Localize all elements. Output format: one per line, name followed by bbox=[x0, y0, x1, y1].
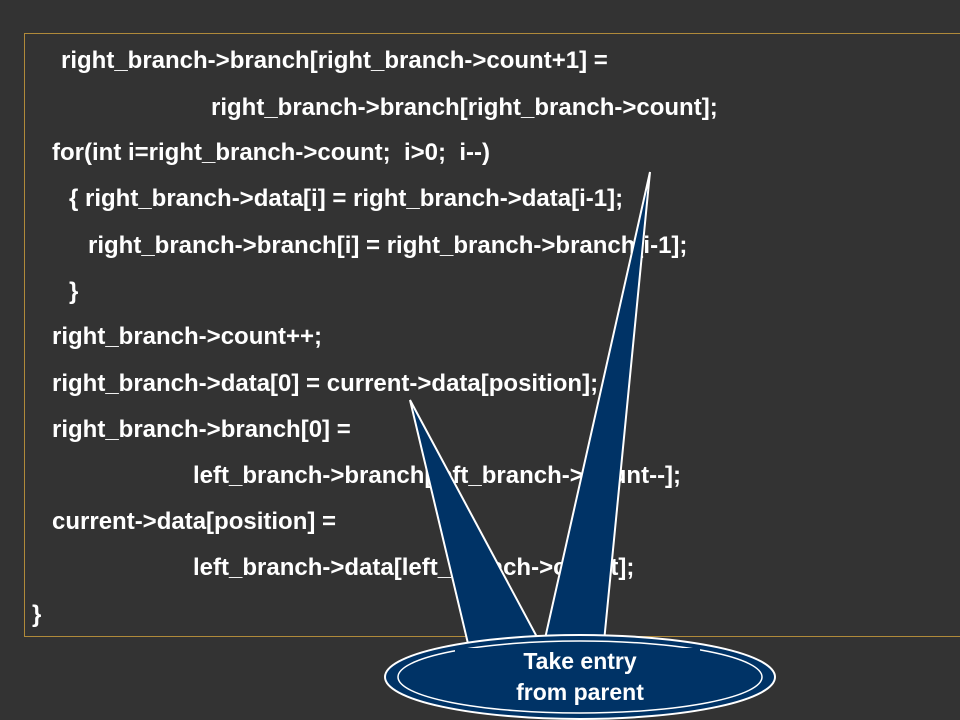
code-line-11: current->data[position] = bbox=[52, 508, 337, 535]
code-line-13: } bbox=[32, 601, 42, 628]
callout-label: Take entry from parent bbox=[480, 646, 680, 708]
code-line-3: for(int i=right_branch->count; i>0; i--) bbox=[52, 139, 490, 166]
callout-label-line2: from parent bbox=[516, 679, 644, 705]
code-line-7: right_branch->count++; bbox=[52, 323, 323, 350]
callout-pointer-lower bbox=[409, 399, 547, 653]
code-line-2: right_branch->branch[right_branch->count… bbox=[211, 94, 718, 121]
code-line-8: right_branch->data[0] = current->data[po… bbox=[52, 370, 599, 397]
code-line-1: right_branch->branch[right_branch->count… bbox=[61, 47, 608, 74]
code-line-9: right_branch->branch[0] = bbox=[52, 416, 351, 443]
callout-ellipse-inner bbox=[397, 640, 763, 714]
code-line-5: right_branch->branch[i] = right_branch->… bbox=[88, 232, 688, 259]
code-line-4: { right_branch->data[i] = right_branch->… bbox=[69, 185, 624, 212]
callout-pointer-upper bbox=[540, 171, 651, 653]
code-line-6: } bbox=[69, 278, 79, 305]
callout-label-line1: Take entry bbox=[523, 648, 637, 674]
